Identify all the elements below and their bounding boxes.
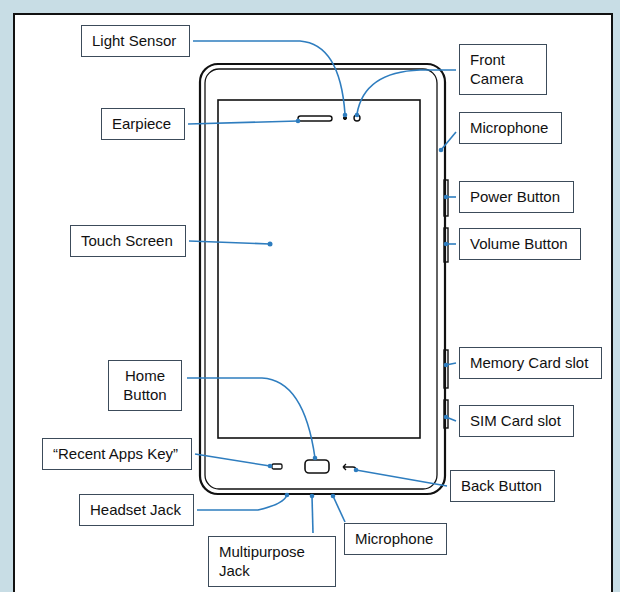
callout-box: Home Button xyxy=(108,360,182,411)
leader-dots xyxy=(268,113,449,499)
callout-box: Multipurpose Jack xyxy=(208,536,336,587)
callout-box: Front Camera xyxy=(459,44,547,95)
callout-box: Touch Screen xyxy=(70,225,186,257)
callout-label: SIM Card slot xyxy=(470,411,563,431)
callout-box: Power Button xyxy=(459,181,574,213)
callout-label: Headset Jack xyxy=(90,500,183,520)
callout-label: Volume Button xyxy=(470,234,570,254)
callout-box: Memory Card slot xyxy=(459,347,602,379)
callout-box: Light Sensor xyxy=(81,25,190,57)
callout-label: “Recent Apps Key” xyxy=(53,444,181,464)
callout-label: Memory Card slot xyxy=(470,353,591,373)
callout-label: Power Button xyxy=(470,187,563,207)
callout-box: Earpiece xyxy=(101,108,185,140)
callout-box: “Recent Apps Key” xyxy=(42,438,192,470)
callout-label: Light Sensor xyxy=(92,31,179,51)
frame xyxy=(14,14,612,592)
callout-label: Back Button xyxy=(461,476,544,496)
callout-label: Microphone xyxy=(355,529,436,549)
callout-box: Volume Button xyxy=(459,228,581,260)
callout-label: Earpiece xyxy=(112,114,174,134)
leader-lines xyxy=(187,41,456,533)
callout-label: Touch Screen xyxy=(81,231,175,251)
callout-box: Microphone xyxy=(344,523,447,555)
callout-box: Back Button xyxy=(450,470,555,502)
callout-label: Microphone xyxy=(470,118,551,138)
callout-label: Front Camera xyxy=(470,50,536,89)
callout-label: Home Button xyxy=(119,366,171,405)
callout-label: Multipurpose Jack xyxy=(219,542,325,581)
callout-box: SIM Card slot xyxy=(459,405,574,437)
callout-box: Microphone xyxy=(459,112,562,144)
tablet-body xyxy=(200,64,448,494)
callout-box: Headset Jack xyxy=(79,494,194,526)
